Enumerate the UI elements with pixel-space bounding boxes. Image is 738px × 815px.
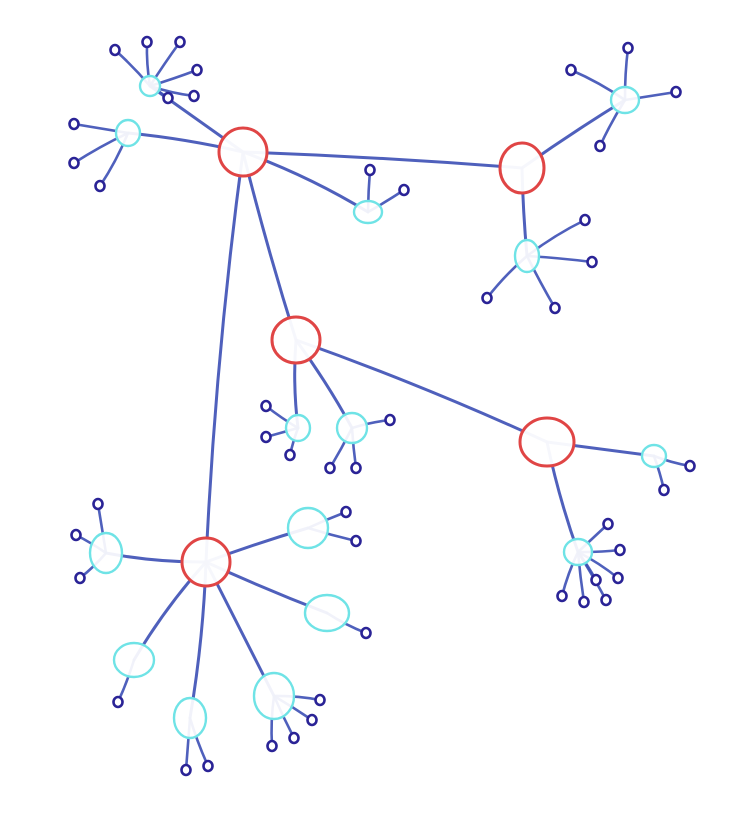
leaf-node	[586, 255, 598, 269]
leaf-node	[578, 595, 590, 609]
leaf-node	[174, 35, 186, 49]
leaf-node	[260, 399, 272, 413]
leaf-node	[549, 301, 561, 315]
mid-node	[640, 443, 668, 469]
leaf-node	[350, 461, 362, 475]
mid-node	[172, 696, 208, 740]
mid-node	[352, 199, 384, 225]
edge	[241, 150, 298, 342]
mid-node	[286, 506, 330, 550]
leaf-node	[658, 483, 670, 497]
leaf-node	[92, 497, 104, 511]
leaf-node	[614, 543, 626, 557]
leaf-node	[266, 739, 278, 753]
leaf-node	[68, 117, 80, 131]
leaf-node	[594, 139, 606, 153]
leaf-node	[600, 593, 612, 607]
leaf-node	[398, 183, 410, 197]
leaf-node	[306, 713, 318, 727]
mid-node	[303, 593, 351, 633]
hub-node	[217, 126, 269, 178]
leaf-node	[481, 291, 493, 305]
mid-node	[284, 413, 312, 443]
leaf-node	[590, 573, 602, 587]
leaf-node	[180, 763, 192, 777]
leaf-node	[284, 448, 296, 462]
leaf-node	[602, 517, 614, 531]
mid-node	[562, 537, 594, 567]
leaf-node	[314, 693, 326, 707]
leaf-node	[70, 528, 82, 542]
leaf-node	[109, 43, 121, 57]
leaf-node	[670, 85, 682, 99]
leaf-node	[340, 505, 352, 519]
leaf-node	[622, 41, 634, 55]
leaf-node	[74, 571, 86, 585]
mid-node	[513, 238, 541, 274]
edge	[294, 338, 549, 444]
leaf-node	[260, 430, 272, 444]
leaf-node	[612, 571, 624, 585]
leaf-node	[350, 534, 362, 548]
mid-node	[252, 671, 296, 721]
leaf-node	[188, 89, 200, 103]
leaf-node	[324, 461, 336, 475]
mid-node	[88, 531, 124, 575]
edge	[204, 150, 245, 564]
mid-node	[112, 641, 156, 679]
leaf-node	[112, 695, 124, 709]
mid-node	[114, 118, 142, 148]
leaf-node	[288, 731, 300, 745]
mid-node	[138, 74, 162, 98]
leaf-node	[556, 589, 568, 603]
leaf-node	[684, 459, 696, 473]
node-layer	[68, 35, 696, 777]
leaf-node	[94, 179, 106, 193]
leaf-node	[364, 163, 376, 177]
hub-node	[518, 416, 576, 468]
mid-node	[335, 411, 369, 445]
leaf-node	[579, 213, 591, 227]
leaf-node	[202, 759, 214, 773]
edge	[241, 150, 524, 170]
leaf-node	[384, 413, 396, 427]
hub-node	[498, 141, 546, 195]
leaf-node	[141, 35, 153, 49]
mid-node	[609, 85, 641, 115]
leaf-node	[191, 63, 203, 77]
leaf-node	[565, 63, 577, 77]
hub-node	[180, 536, 232, 588]
leaf-node	[68, 156, 80, 170]
leaf-node	[360, 626, 372, 640]
leaf-node	[162, 91, 174, 105]
hub-node	[270, 315, 322, 365]
